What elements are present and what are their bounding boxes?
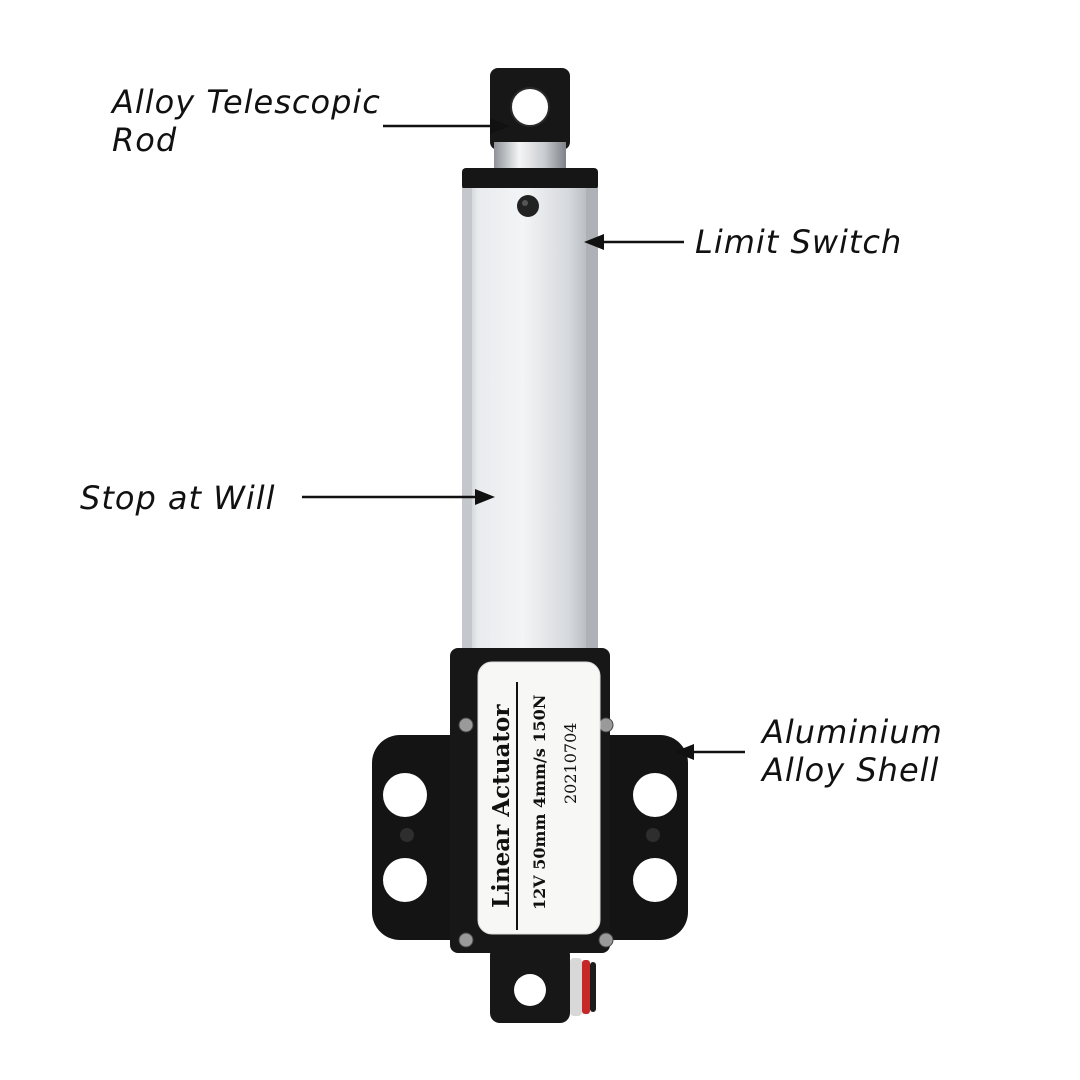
pointer-rod <box>383 118 510 134</box>
bracket-hole-right-top <box>633 773 677 817</box>
pointer-stop <box>302 489 495 505</box>
callout-stop-at-will: Stop at Will <box>80 479 276 517</box>
callout-shell-line1: Aluminium <box>762 713 943 751</box>
callout-aluminium-alloy-shell: Aluminium Alloy Shell <box>762 713 943 789</box>
power-wire <box>570 958 596 1016</box>
bracket-hole-right-bottom <box>633 858 677 902</box>
aluminium-tube <box>462 188 598 653</box>
callout-rod-line2: Rod <box>112 121 178 159</box>
label-plate-title: Linear Actuator <box>488 704 515 908</box>
callout-shell-line2: Alloy Shell <box>762 751 940 789</box>
label-plate: Linear Actuator 12V 50mm 4mm/s 150N 2021… <box>477 661 601 935</box>
label-plate-date: 20210704 <box>561 723 580 804</box>
pointer-limit-switch <box>584 234 684 250</box>
callout-alloy-telescopic-rod: Alloy Telescopic Rod <box>112 83 381 159</box>
label-plate-spec: 12V 50mm 4mm/s 150N <box>530 695 549 910</box>
rod-end-eye <box>490 68 570 150</box>
pointer-shell <box>674 744 745 760</box>
bracket-hole-left-top <box>383 773 427 817</box>
callout-rod-line1: Alloy Telescopic <box>112 83 381 121</box>
limit-switch-screw <box>517 195 539 217</box>
top-end-cap <box>462 168 598 190</box>
callout-limit-switch: Limit Switch <box>695 223 903 261</box>
bottom-mount-eye <box>490 945 570 1023</box>
bracket-hole-left-bottom <box>383 858 427 902</box>
